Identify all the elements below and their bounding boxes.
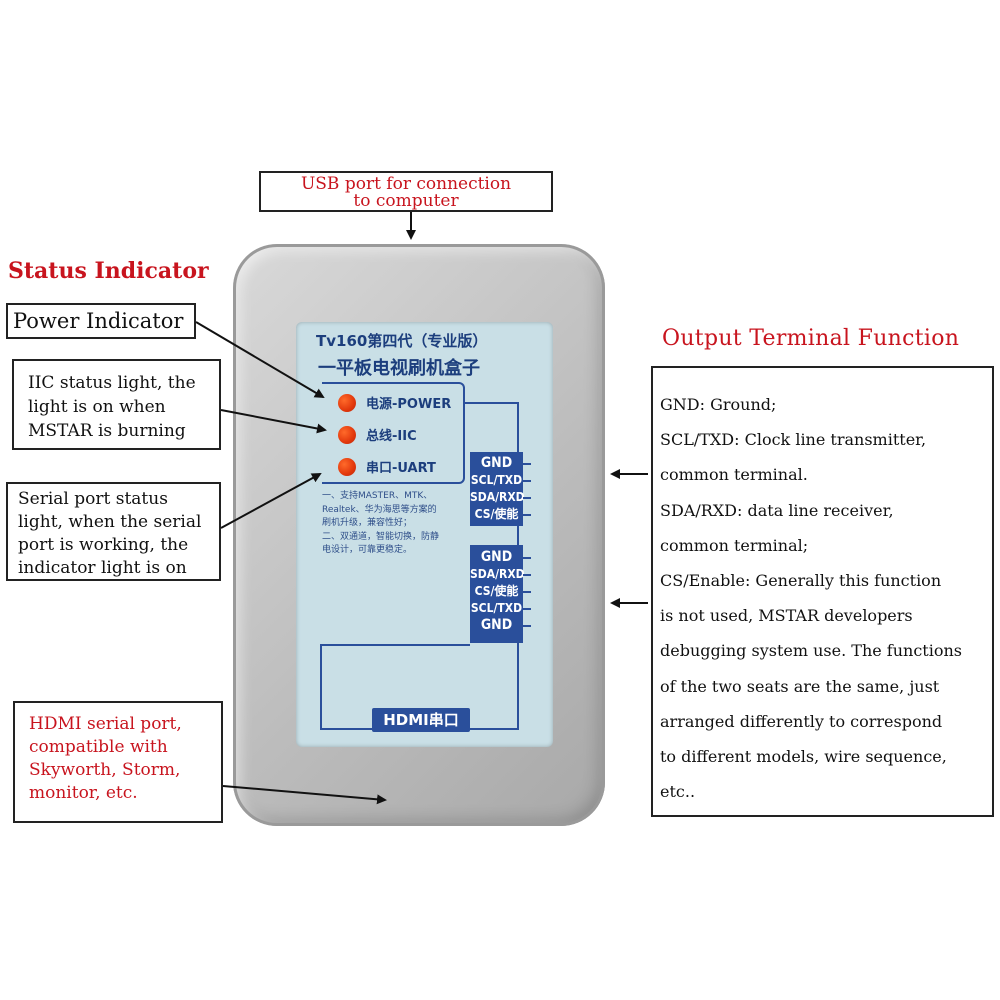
device-front-label [296,322,553,747]
usb-callout-line: USB port for connection [300,174,512,194]
power-led [338,394,356,412]
terminal-2-pin-5: GND [480,617,513,633]
usb-callout-line: to computer [353,191,459,211]
terminal-1-pin-4: CS/使能 [474,507,519,521]
power-indicator-callout: Power Indicator [6,303,196,339]
output-desc-line: etc.. [660,782,696,802]
serial-callout-line: indicator light is on [18,558,187,578]
wire-left [320,644,322,730]
device-subtitle: 一平板电视刷机盒子 [318,358,480,379]
wire-bottom-left [320,728,372,730]
device-model-title: Tv160第四代（专业版） [316,332,488,350]
arrow-power [195,321,325,399]
serial-callout-line: Serial port status [18,489,168,509]
power-led-label: 电源-POWER [366,397,452,412]
wire-bottom-right [470,728,519,730]
hdmi-port-callout: HDMI serial port, compatible with Skywor… [13,701,223,823]
iic-callout-line: light is on when [28,397,166,417]
usb-port-callout: USB port for connection to computer [259,171,553,212]
output-terminal-heading: Output Terminal Function [662,326,960,351]
output-desc-line: debugging system use. The functions [660,641,962,661]
output-desc-line: common terminal; [660,535,809,555]
iic-led [338,426,356,444]
arrow-iic [220,409,327,434]
terminal-1-pin-2: SCL/TXD [470,473,523,487]
terminal-2-pin-3: CS/使能 [474,584,519,598]
output-desc-line: SDA/RXD: data line receiver, [660,500,894,520]
hdmi-callout-line: compatible with [29,737,168,757]
iic-led-label: 总线-IIC [366,429,417,444]
status-indicator-heading: Status Indicator [8,258,209,284]
terminal-2-pin-2: SDA/RXD [470,567,525,581]
output-terminal-description: GND: Ground; SCL/TXD: Clock line transmi… [651,366,994,817]
device-notes: 一、支持MASTER、MTK、 Realtek、华为海思等方案的 刷机升级，兼容… [322,490,470,558]
iic-callout-line: IIC status light, the [28,373,196,393]
output-desc-line: to different models, wire sequence, [660,747,947,767]
arrow-hdmi [222,785,387,805]
arrow-serial [220,473,322,529]
hdmi-callout-line: Skyworth, Storm, [29,760,181,780]
output-desc-line: CS/Enable: Generally this function [660,571,942,591]
terminal-2-pin-1: GND [480,549,513,565]
terminal-2-pin-4: SCL/TXD [470,601,523,615]
terminal-block-2: GND SDA/RXD CS/使能 SCL/TXD GND [470,545,531,643]
note-line: 电设计，可靠更稳定。 [322,545,413,555]
output-desc-line: arranged differently to correspond [660,711,943,731]
iic-status-callout: IIC status light, the light is on when M… [12,359,221,450]
uart-led-label: 串口-UART [366,461,436,476]
output-desc-line: SCL/TXD: Clock line transmitter, [660,430,927,450]
wire-mid [320,644,470,646]
serial-callout-line: light, when the serial [18,512,202,532]
terminal-block-1: GND SCL/TXD SDA/RXD CS/使能 [470,452,531,526]
output-desc-line: is not used, MSTAR developers [660,606,913,626]
serial-callout-line: port is working, the [18,535,189,555]
hdmi-port-label: HDMI串口 [372,708,470,732]
led-frame [322,382,465,484]
wire-top [465,402,519,404]
uart-led [338,458,356,476]
terminal-1-pin-3: SDA/RXD [470,490,525,504]
terminal-1-pin-1: GND [480,455,513,471]
note-line: 一、支持MASTER、MTK、 [322,491,433,501]
output-desc-line: GND: Ground; [660,395,777,414]
output-desc-line: of the two seats are the same, just [660,676,940,696]
hdmi-callout-line: monitor, etc. [29,783,138,803]
note-line: 刷机升级，兼容性好； [322,518,413,528]
iic-callout-line: MSTAR is burning [28,421,186,441]
hdmi-callout-line: HDMI serial port, [29,714,182,734]
note-line: 二、双通道，智能切换，防静 [322,531,440,542]
note-line: Realtek、华为海思等方案的 [322,504,437,515]
output-desc-line: common terminal. [660,465,808,485]
serial-status-callout: Serial port status light, when the seria… [6,482,221,581]
